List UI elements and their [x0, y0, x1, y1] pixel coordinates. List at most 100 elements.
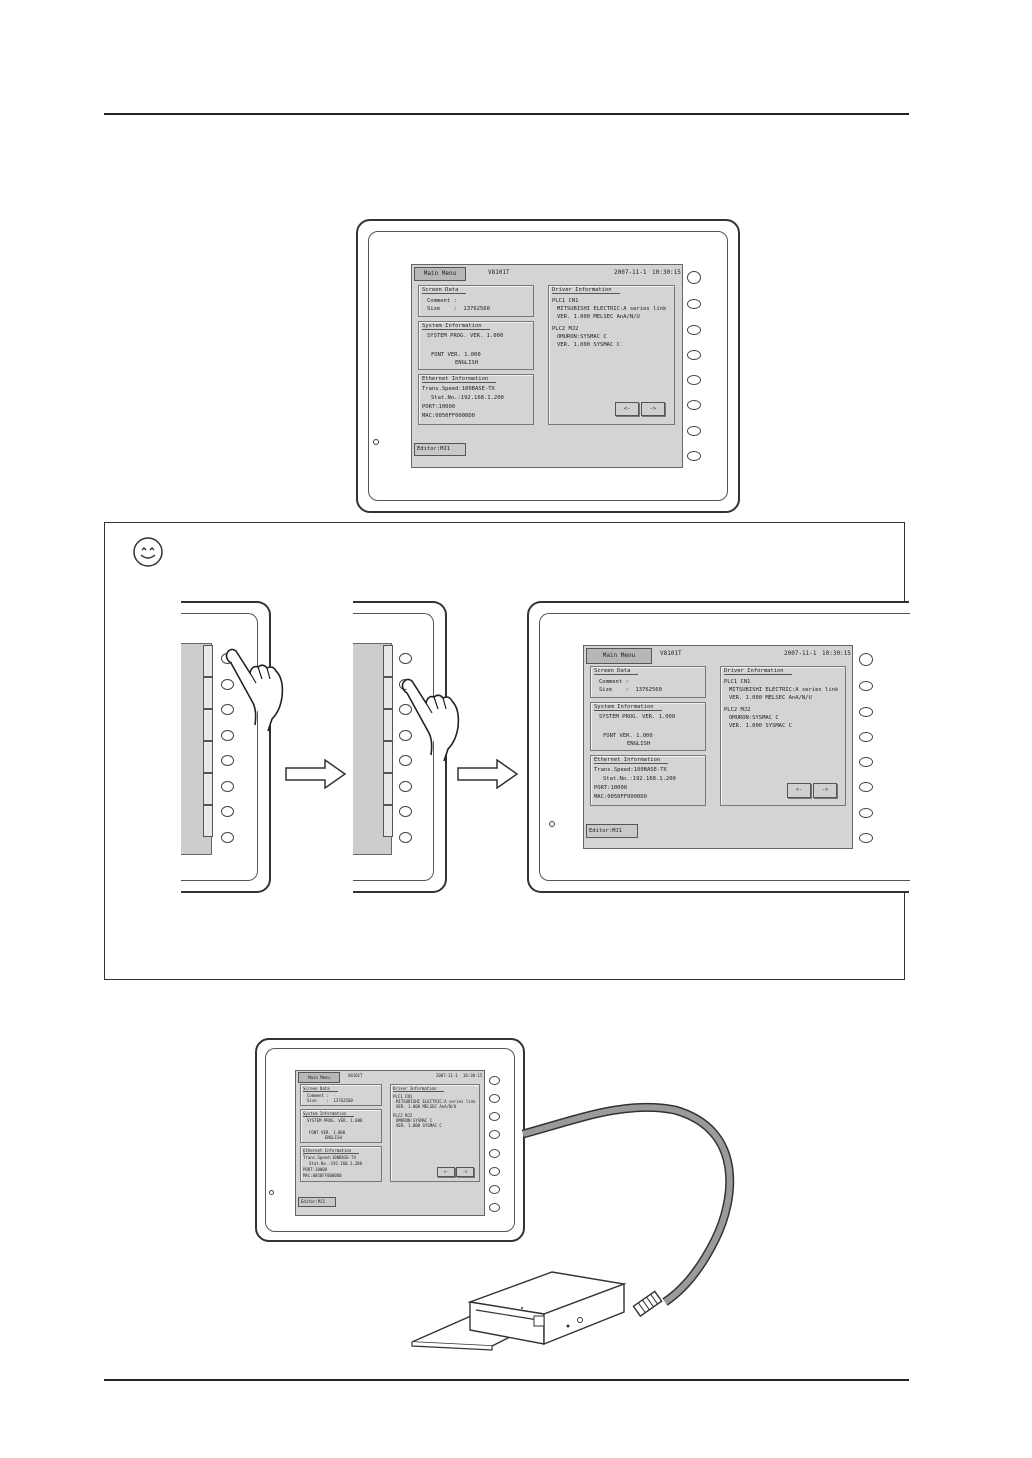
screen-data-title: Screen Data	[422, 287, 467, 294]
function-switch-3[interactable]	[859, 706, 873, 717]
function-switch-2[interactable]	[859, 681, 873, 692]
next-page-button[interactable]: ->	[641, 402, 665, 416]
step2-tab-4	[383, 741, 393, 773]
editor-button[interactable]: Editor:MJ1	[298, 1197, 336, 1207]
step1-switch-3[interactable]	[221, 704, 234, 716]
step2-panel	[353, 601, 460, 893]
driver-info-title: Driver Information	[552, 287, 620, 294]
plc2-ver: VER. 1.000 SYSMAC C	[729, 723, 792, 729]
step1-switch-2[interactable]	[221, 678, 234, 690]
function-switch-5[interactable]	[687, 375, 701, 386]
function-switch-2[interactable]	[687, 299, 701, 310]
system-prog-ver: SYSTEM PROG. VER. 1.000	[599, 714, 676, 720]
header-rule	[104, 113, 909, 115]
function-switch-3[interactable]	[687, 324, 701, 335]
hmi-panel-inner	[368, 231, 728, 501]
step1-tab-6	[203, 805, 213, 837]
step2-switch-1[interactable]	[399, 653, 412, 664]
function-switch-1[interactable]	[687, 271, 701, 284]
function-switch-4[interactable]	[859, 731, 873, 742]
power-led-icon	[549, 821, 555, 827]
function-switch-6[interactable]	[859, 782, 873, 793]
ethernet-info-title: Ethernet Information	[594, 757, 669, 764]
main-menu-tab[interactable]: Main Menu	[298, 1072, 340, 1083]
next-page-button[interactable]: ->	[813, 783, 837, 798]
system-info-title: System Information	[303, 1111, 355, 1117]
step1-tab-2	[203, 677, 213, 709]
plc1-maker: MITSUBISHI ELECTRIC:A series link	[557, 306, 667, 312]
plc1-maker: MITSUBISHI ELECTRIC:A series link	[396, 1099, 476, 1104]
function-switch-1[interactable]	[489, 1076, 500, 1085]
ethernet-info-group: Ethernet Information Trans.Speed:100BASE…	[590, 755, 706, 806]
plc1-label: PLC1 CN1	[552, 298, 579, 304]
system-prog-ver: SYSTEM PROG. VER. 1.000	[307, 1118, 363, 1123]
function-switch-3[interactable]	[489, 1112, 500, 1122]
function-switch-5[interactable]	[489, 1148, 500, 1158]
system-info-group: System Information SYSTEM PROG. VER. 1.0…	[590, 702, 706, 751]
function-switches	[859, 653, 873, 843]
plc2-ver: VER. 1.000 SYSMAC C	[396, 1123, 442, 1128]
ethernet-info-group: Ethernet Information Trans.Speed:100BASE…	[300, 1146, 382, 1182]
hmi-panel-small-inner	[265, 1048, 515, 1232]
size-line: Size : 13762560	[307, 1098, 353, 1103]
step1-panel-inner	[181, 613, 258, 881]
plc1-maker: MITSUBISHI ELECTRIC:A series link	[729, 687, 839, 693]
step1-switch-5[interactable]	[221, 755, 234, 767]
function-switch-6[interactable]	[687, 400, 701, 411]
next-page-button[interactable]: ->	[456, 1167, 474, 1177]
smiley-face-icon	[133, 537, 163, 567]
function-switch-2[interactable]	[489, 1094, 500, 1104]
step2-switch-8[interactable]	[399, 831, 412, 843]
comment-line: Comment :	[599, 679, 629, 685]
function-switch-4[interactable]	[687, 349, 701, 360]
screen-data-title: Screen Data	[303, 1086, 338, 1092]
step2-switch-5[interactable]	[399, 755, 412, 767]
stat-no: Stat.No.:192.168.1.200	[309, 1161, 362, 1166]
step2-switch-4[interactable]	[399, 729, 412, 741]
right-arrow-icon	[285, 759, 347, 789]
plc2-maker: OMURON:SYSMAC C	[557, 334, 607, 340]
editor-button[interactable]: Editor:MJ1	[414, 443, 466, 456]
function-switch-7[interactable]	[489, 1184, 500, 1194]
step2-panel-inner	[353, 613, 434, 881]
main-menu-tab[interactable]: Main Menu	[414, 267, 466, 281]
driver-info-title: Driver Information	[393, 1086, 445, 1092]
main-menu-tab[interactable]: Main Menu	[586, 648, 652, 664]
card-recorder-unit	[411, 1271, 627, 1351]
plc1-ver: VER. 1.000 MELSEC AnA/N/U	[396, 1104, 457, 1109]
function-switch-7[interactable]	[859, 807, 873, 818]
trans-speed: Trans.Speed:100BASE-TX	[303, 1155, 356, 1160]
font-ver: FONT VER. 1.000	[603, 733, 653, 739]
step1-switch-7[interactable]	[221, 806, 234, 818]
mac: MAC:0050FF0000D0	[594, 794, 647, 800]
step2-switch-7[interactable]	[399, 806, 412, 818]
stat-no: Stat.No.:192.168.1.200	[431, 395, 504, 401]
hmi-panel-small: Main Menu V8101T 2007-11-1 10:30:15 Scre…	[255, 1038, 525, 1242]
function-switch-8[interactable]	[489, 1202, 500, 1212]
step2-switch-3[interactable]	[399, 704, 412, 716]
function-switch-7[interactable]	[687, 425, 701, 436]
screen-data-group: Screen Data Comment : Size : 13762560	[300, 1084, 382, 1106]
function-switch-6[interactable]	[489, 1166, 500, 1176]
step2-tab-1	[383, 645, 393, 677]
step2-switch-6[interactable]	[399, 780, 412, 792]
step1-switch-8[interactable]	[221, 831, 234, 843]
prev-page-button[interactable]: <-	[437, 1167, 455, 1177]
port: PORT:10000	[303, 1167, 328, 1172]
driver-info-group: Driver Information PLC1 CN1 MITSUBISHI E…	[720, 666, 846, 806]
function-switch-4[interactable]	[489, 1130, 500, 1140]
prev-page-button[interactable]: <-	[615, 402, 639, 416]
function-switch-8[interactable]	[859, 832, 873, 843]
function-switch-1[interactable]	[859, 653, 873, 666]
prev-page-button[interactable]: <-	[787, 783, 811, 798]
function-switch-8[interactable]	[687, 450, 701, 461]
step1-switch-4[interactable]	[221, 729, 234, 741]
power-led-icon	[269, 1190, 274, 1195]
editor-button[interactable]: Editor:MJ1	[586, 824, 638, 838]
right-arrow-icon	[457, 759, 519, 789]
plc1-label: PLC1 CN1	[393, 1094, 413, 1099]
screen-data-group: Screen Data Comment : Size : 13762560	[590, 666, 706, 698]
function-switch-5[interactable]	[859, 757, 873, 768]
step1-switch-6[interactable]	[221, 780, 234, 792]
function-switches	[687, 271, 701, 461]
